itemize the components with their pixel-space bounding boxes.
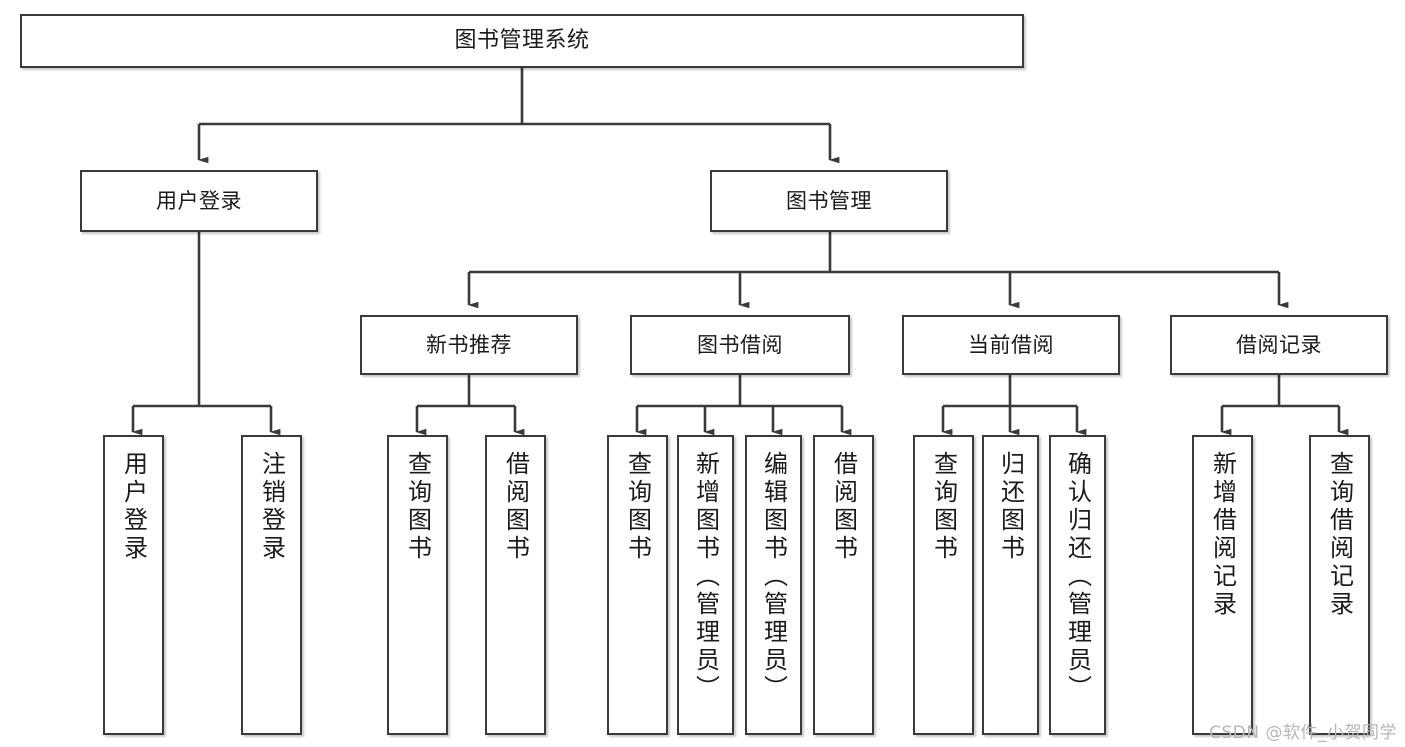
- node-label: 编辑图书（管理员）: [759, 451, 788, 703]
- leaf-current-return-book[interactable]: 归还图书: [982, 435, 1039, 735]
- node-label: 借阅图书: [501, 451, 530, 563]
- node-label: 用户登录: [156, 188, 242, 213]
- node-label: 查询图书: [929, 451, 958, 563]
- leaf-user-login-logout[interactable]: 注销登录: [241, 435, 302, 735]
- leaf-user-login-login[interactable]: 用户登录: [103, 435, 164, 735]
- node-label: 确认归还（管理员）: [1063, 451, 1092, 703]
- leaf-borrow-borrow-book[interactable]: 借阅图书: [813, 435, 874, 735]
- node-current-borrow[interactable]: 当前借阅: [902, 315, 1120, 375]
- leaf-current-confirm-return-admin[interactable]: 确认归还（管理员）: [1049, 435, 1106, 735]
- node-label: 查询借阅记录: [1325, 451, 1354, 619]
- leaf-borrow-edit-book-admin[interactable]: 编辑图书（管理员）: [745, 435, 802, 735]
- node-label: 归还图书: [996, 451, 1025, 563]
- leaf-borrow-query-book[interactable]: 查询图书: [607, 435, 668, 735]
- node-label: 查询图书: [403, 451, 432, 563]
- node-label: 注销登录: [257, 451, 286, 563]
- node-label: 图书管理系统: [454, 28, 590, 54]
- node-label: 新增图书（管理员）: [691, 451, 720, 703]
- node-label: 借阅记录: [1236, 332, 1322, 357]
- node-label: 新书推荐: [426, 332, 512, 357]
- node-root-system[interactable]: 图书管理系统: [20, 14, 1024, 68]
- node-label: 当前借阅: [968, 332, 1054, 357]
- leaf-current-query-book[interactable]: 查询图书: [913, 435, 974, 735]
- node-label: 查询图书: [623, 451, 652, 563]
- leaf-borrow-add-book-admin[interactable]: 新增图书（管理员）: [677, 435, 734, 735]
- node-book-management[interactable]: 图书管理: [710, 170, 948, 232]
- leaf-recommend-query-book[interactable]: 查询图书: [387, 435, 448, 735]
- node-label: 图书管理: [786, 188, 872, 213]
- leaf-record-query-record[interactable]: 查询借阅记录: [1309, 435, 1370, 735]
- leaf-record-add-record[interactable]: 新增借阅记录: [1192, 435, 1253, 735]
- node-user-login[interactable]: 用户登录: [80, 170, 318, 232]
- node-label: 新增借阅记录: [1208, 451, 1237, 619]
- node-label: 借阅图书: [829, 451, 858, 563]
- node-new-book-recommend[interactable]: 新书推荐: [360, 315, 578, 375]
- node-borrow-record[interactable]: 借阅记录: [1170, 315, 1388, 375]
- leaf-recommend-borrow-book[interactable]: 借阅图书: [485, 435, 546, 735]
- node-book-borrow[interactable]: 图书借阅: [630, 315, 850, 375]
- node-label: 图书借阅: [697, 332, 783, 357]
- csdn-watermark: CSDN @软件_小贺同学: [1209, 723, 1397, 743]
- node-label: 用户登录: [119, 451, 148, 563]
